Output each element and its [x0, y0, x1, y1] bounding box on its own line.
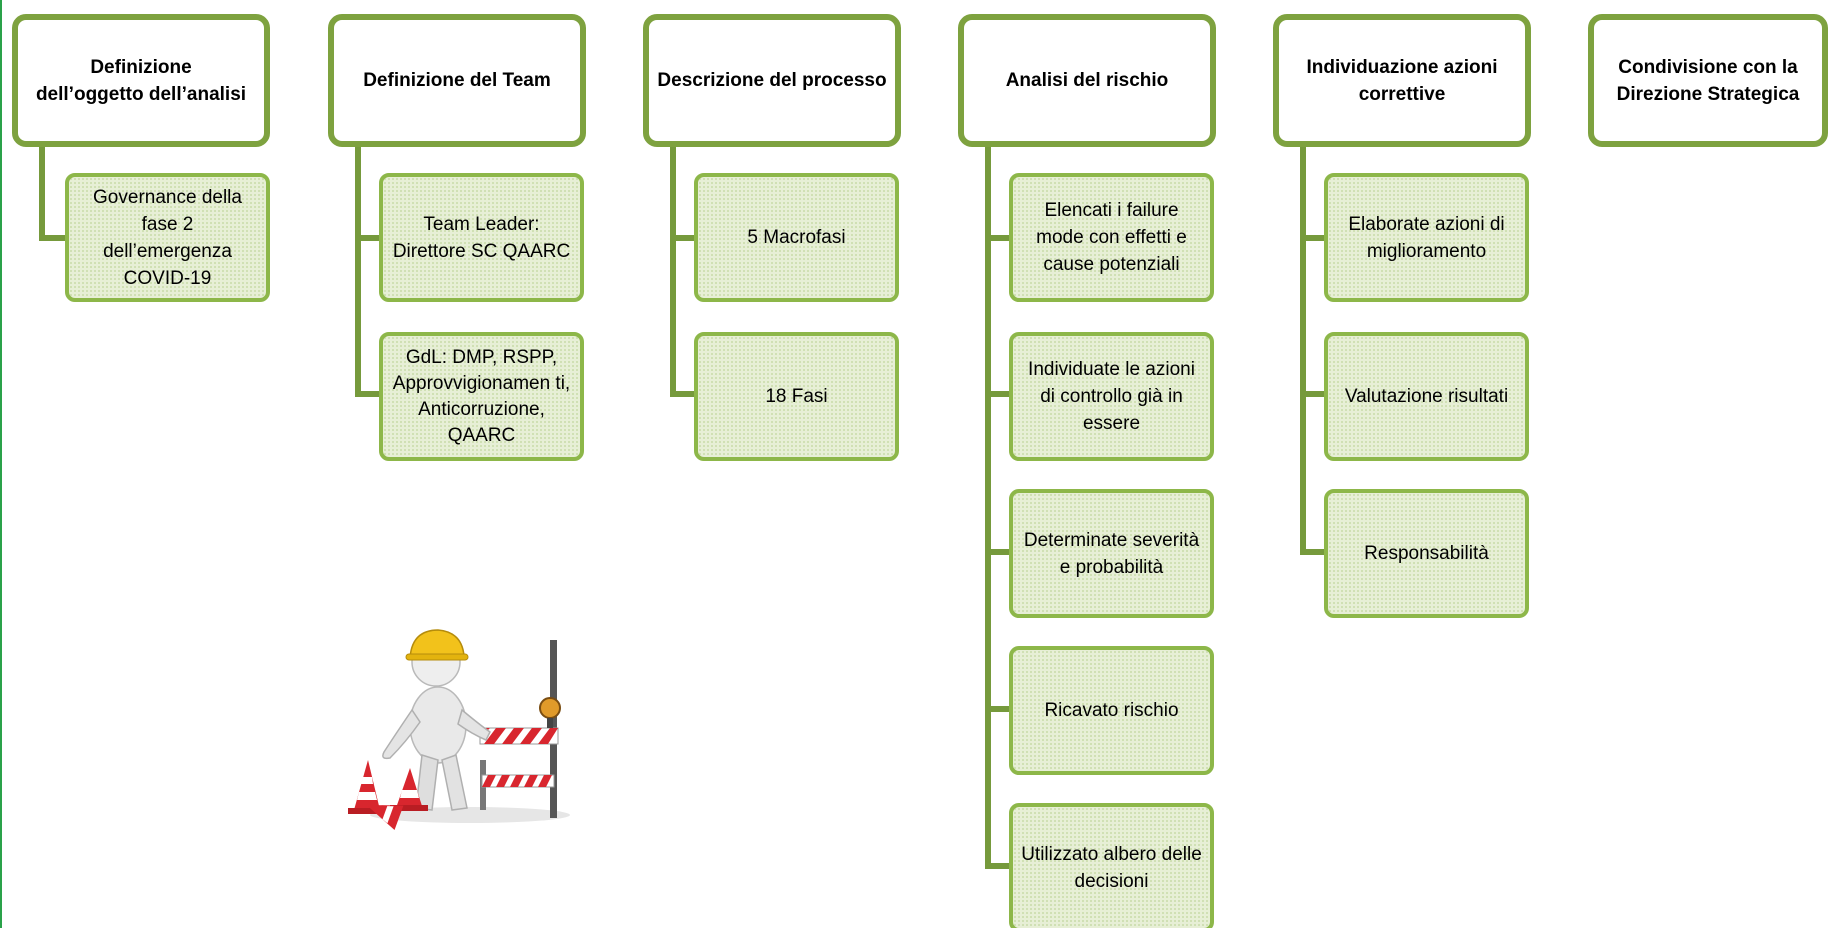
- connector-horizontal: [670, 235, 698, 241]
- header-definizione-oggetto: Definizione dell’oggetto dell’analisi: [12, 14, 270, 147]
- connector-horizontal: [985, 549, 1013, 555]
- connector-horizontal: [670, 391, 698, 397]
- connector-vertical: [985, 147, 991, 869]
- connector-horizontal: [985, 235, 1013, 241]
- item-team-leader: Team Leader: Direttore SC QAARC: [379, 173, 584, 302]
- item-albero-decisioni: Utilizzato albero delle decisioni: [1009, 803, 1214, 928]
- item-governance-fase-2: Governance della fase 2 dell’emergenza C…: [65, 173, 270, 302]
- item-fasi: 18 Fasi: [694, 332, 899, 461]
- connector-horizontal: [1300, 549, 1328, 555]
- item-azioni-miglioramento: Elaborate azioni di miglioramento: [1324, 173, 1529, 302]
- connector-horizontal: [985, 706, 1013, 712]
- page-left-rule: [0, 0, 2, 928]
- connector-vertical: [355, 147, 361, 397]
- item-ricavato-rischio: Ricavato rischio: [1009, 646, 1214, 775]
- connector-horizontal: [985, 391, 1013, 397]
- connector-horizontal: [355, 391, 383, 397]
- connector-horizontal: [1300, 391, 1328, 397]
- item-macrofasi: 5 Macrofasi: [694, 173, 899, 302]
- item-gruppo-di-lavoro: GdL: DMP, RSPP, Approvvigionamen ti, Ant…: [379, 332, 584, 461]
- connector-horizontal: [39, 235, 67, 241]
- item-azioni-controllo: Individuate le azioni di controllo già i…: [1009, 332, 1214, 461]
- connector-vertical: [1300, 147, 1306, 555]
- connector-vertical: [39, 147, 45, 240]
- item-failure-mode: Elencati i failure mode con effetti e ca…: [1009, 173, 1214, 302]
- connector-horizontal: [355, 235, 383, 241]
- connector-vertical: [670, 147, 676, 397]
- header-azioni-correttive: Individuazione azioni correttive: [1273, 14, 1531, 147]
- connector-horizontal: [985, 863, 1013, 869]
- item-responsabilita: Responsabilità: [1324, 489, 1529, 618]
- connector-horizontal: [1300, 235, 1328, 241]
- header-condivisione-direzione: Condivisione con la Direzione Strategica: [1588, 14, 1828, 147]
- header-descrizione-processo: Descrizione del processo: [643, 14, 901, 147]
- header-analisi-rischio: Analisi del rischio: [958, 14, 1216, 147]
- item-valutazione-risultati: Valutazione risultati: [1324, 332, 1529, 461]
- item-severita-probabilita: Determinate severità e probabilità: [1009, 489, 1214, 618]
- header-definizione-team: Definizione del Team: [328, 14, 586, 147]
- worker-barrier-illustration: [348, 629, 570, 831]
